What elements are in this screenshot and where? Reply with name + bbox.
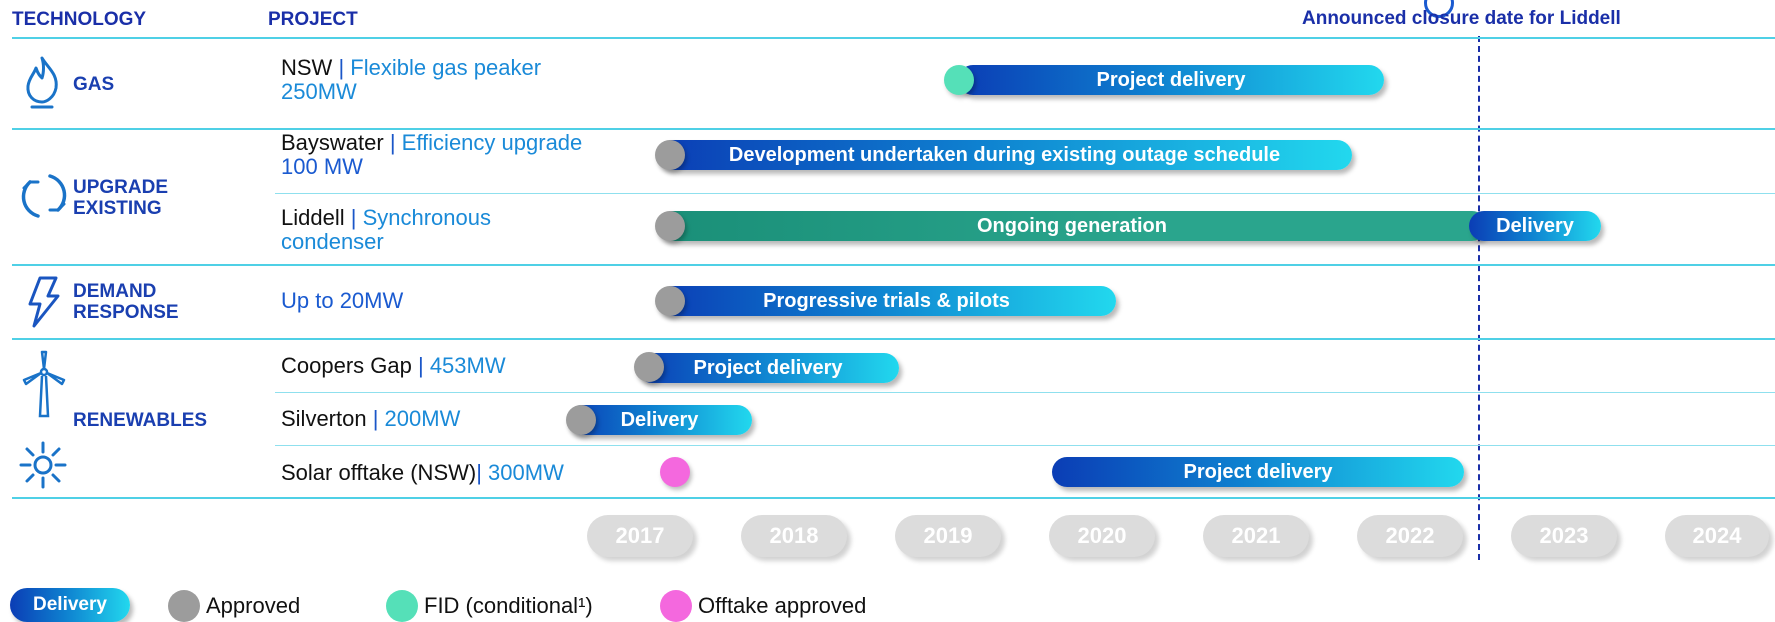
project-label-nsw: NSW | Flexible gas peaker 250MW (281, 55, 542, 104)
closure-date-line (1478, 36, 1480, 560)
project-label-silverton: Silverton | 200MW (281, 406, 461, 431)
year-2024: 2024 (1665, 515, 1769, 557)
tech-upgrade-label: UPGRADE EXISTING (73, 177, 169, 219)
legend-approved-dot (168, 590, 200, 622)
project-header: PROJECT (268, 9, 358, 30)
gantt-bar-coopers-gap: Project delivery (637, 353, 899, 383)
tech-gas-label: GAS (73, 74, 115, 95)
project-label-coopers-gap: Coopers Gap | 453MW (281, 353, 506, 378)
year-2020: 2020 (1049, 515, 1155, 557)
lightning-bolt-icon (26, 276, 60, 328)
approved-marker-silverton (566, 405, 596, 435)
refresh-cycle-icon (20, 170, 68, 222)
row-divider (12, 497, 1775, 499)
project-label-liddell: Liddell | Synchronous condenser (281, 205, 491, 254)
legend-fid-dot (386, 590, 418, 622)
milestone-label: Announced closure date for Liddell (1302, 8, 1621, 29)
row-divider (12, 338, 1775, 340)
project-label-bayswater: Bayswater | Efficiency upgrade 100 MW (281, 130, 583, 179)
row-divider (12, 37, 1775, 39)
legend-offtake-dot (660, 590, 692, 622)
sun-icon (18, 440, 68, 490)
project-label-solar-offtake: Solar offtake (NSW)| 300MW (281, 460, 564, 485)
year-2023: 2023 (1511, 515, 1617, 557)
row-divider (275, 445, 1775, 446)
milestone-marker (1424, 0, 1454, 18)
gantt-bar-liddell-ongoing: Ongoing generation (657, 211, 1487, 241)
year-2018: 2018 (741, 515, 847, 557)
row-divider (275, 193, 1775, 194)
legend-delivery-pill: Delivery (10, 588, 130, 622)
approved-marker-bayswater (655, 140, 685, 170)
year-2019: 2019 (895, 515, 1001, 557)
approved-marker-demand (655, 286, 685, 316)
flame-icon (22, 54, 62, 110)
gantt-bar-nsw: Project delivery (958, 65, 1384, 95)
year-2021: 2021 (1203, 515, 1309, 557)
legend-offtake: Offtake approved (660, 590, 866, 622)
wind-turbine-icon (20, 350, 68, 420)
technology-header: TECHNOLOGY (12, 9, 147, 30)
year-2017: 2017 (587, 515, 693, 557)
approved-marker-coopers-gap (634, 352, 664, 382)
offtake-marker-solar (660, 457, 690, 487)
tech-demand-label: DEMAND RESPONSE (73, 281, 179, 323)
gantt-bar-silverton: Delivery (567, 405, 752, 435)
row-divider (12, 128, 1775, 130)
approved-marker-liddell (655, 211, 685, 241)
legend-approved: Approved (168, 590, 300, 622)
row-divider (275, 392, 1775, 393)
gantt-bar-solar-offtake: Project delivery (1052, 457, 1464, 487)
gantt-bar-bayswater: Development undertaken during existing o… (657, 140, 1352, 170)
gantt-bar-liddell-delivery: Delivery (1469, 211, 1601, 241)
year-2022: 2022 (1357, 515, 1463, 557)
project-label-demand: Up to 20MW (281, 288, 404, 313)
tech-renewables-label: RENEWABLES (73, 410, 208, 431)
row-divider (12, 264, 1775, 266)
gantt-bar-demand: Progressive trials & pilots (657, 286, 1116, 316)
fid-marker-nsw (944, 65, 974, 95)
legend-fid: FID (conditional¹) (386, 590, 593, 622)
